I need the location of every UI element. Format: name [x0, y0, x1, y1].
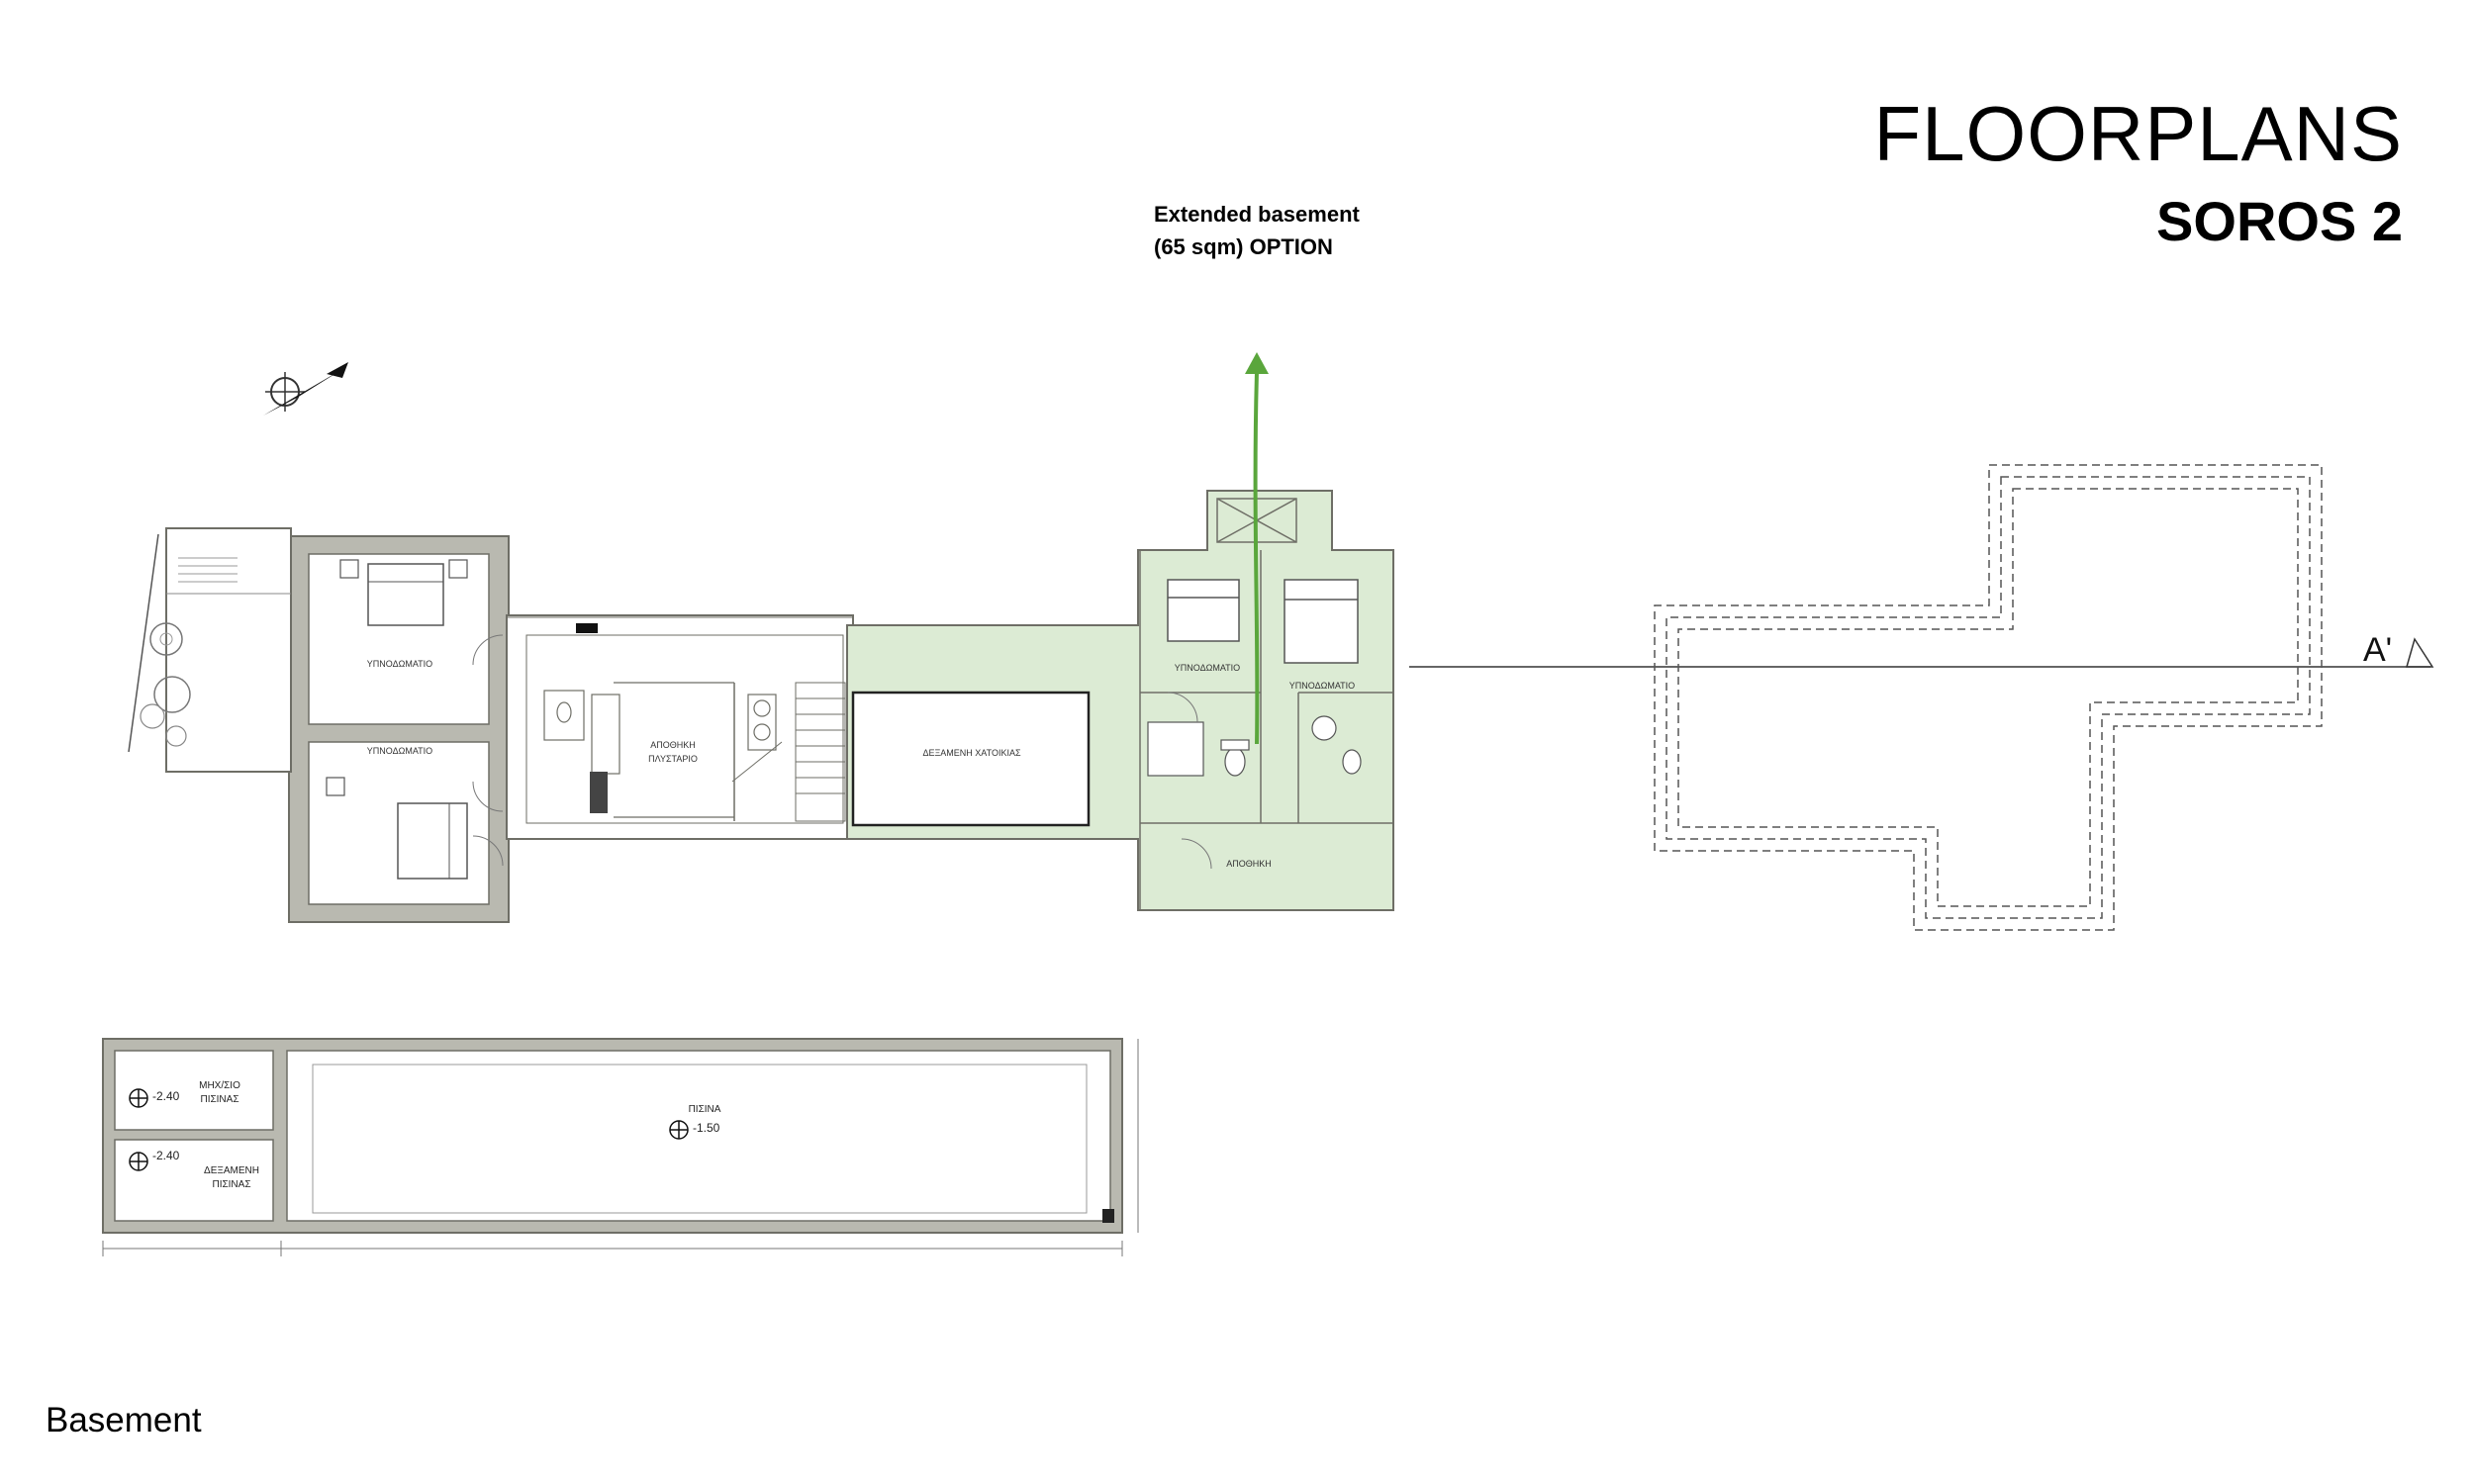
extended-basement-area [846, 490, 1394, 911]
extension-annotation-line2: (65 sqm) OPTION [1154, 234, 1333, 259]
label-storage-ext: ΑΠΟΘΗΚΗ [1226, 859, 1272, 869]
floor-caption: Basement [46, 1401, 202, 1439]
section-line: A' [1409, 631, 2434, 669]
label-bedroom-top: ΥΠΝΟΔΩΜΑΤΙΟ [367, 659, 432, 669]
roof-outline [1654, 464, 2323, 931]
label-bedroom-ext-2: ΥΠΝΟΔΩΜΑΤΙΟ [1289, 681, 1355, 691]
level-pool: -1.50 [693, 1121, 720, 1135]
page-subtitle: SOROS 2 [2156, 190, 2403, 252]
room-labels: ΥΠΝΟΔΩΜΑΤΙΟ ΥΠΝΟΔΩΜΑΤΙΟ ΑΠΟΘΗΚΗ ΠΛΥΣΤΑΡΙ… [367, 659, 1355, 869]
label-machine-room-2: ΠΙΣΙΝΑΣ [200, 1094, 238, 1105]
label-pool-tank-2: ΠΙΣΙΝΑΣ [212, 1179, 250, 1190]
label-storage: ΑΠΟΘΗΚΗ [650, 740, 696, 750]
page-title: FLOORPLANS [1873, 90, 2403, 177]
label-machine-room-1: ΜΗΧ/ΣΙΟ [199, 1080, 240, 1091]
corridor [506, 614, 854, 840]
label-pool-tank-1: ΔΕΞΑΜΕΝΗ [204, 1165, 259, 1176]
extension-arrow [1245, 352, 1269, 745]
left-wing [128, 527, 510, 923]
section-marker: A' [2363, 631, 2392, 669]
label-bedroom-ext-1: ΥΠΝΟΔΩΜΑΤΙΟ [1175, 663, 1240, 673]
level-pool-tank: -2.40 [152, 1149, 180, 1162]
label-water-tank: ΔΕΞΑΜΕΝΗ ΧΑΤΟΙΚΙΑΣ [922, 748, 1021, 758]
extension-annotation-line1: Extended basement [1154, 202, 1360, 227]
level-machine-room: -2.40 [152, 1089, 180, 1103]
pool-block [102, 1038, 1139, 1256]
label-bedroom-bottom: ΥΠΝΟΔΩΜΑΤΙΟ [367, 746, 432, 756]
compass-icon [263, 362, 348, 416]
extension-annotation: Extended basement (65 sqm) OPTION [1154, 198, 1360, 263]
label-laundry: ΠΛΥΣΤΑΡΙΟ [648, 754, 698, 764]
label-pool: ΠΙΣΙΝΑ [689, 1104, 721, 1115]
page-title-block: FLOORPLANS SOROS 2 [1874, 95, 2403, 249]
pool-labels: ΜΗΧ/ΣΙΟ ΠΙΣΙΝΑΣ -2.40 ΔΕΞΑΜΕΝΗ ΠΙΣΙΝΑΣ -… [152, 1080, 721, 1190]
